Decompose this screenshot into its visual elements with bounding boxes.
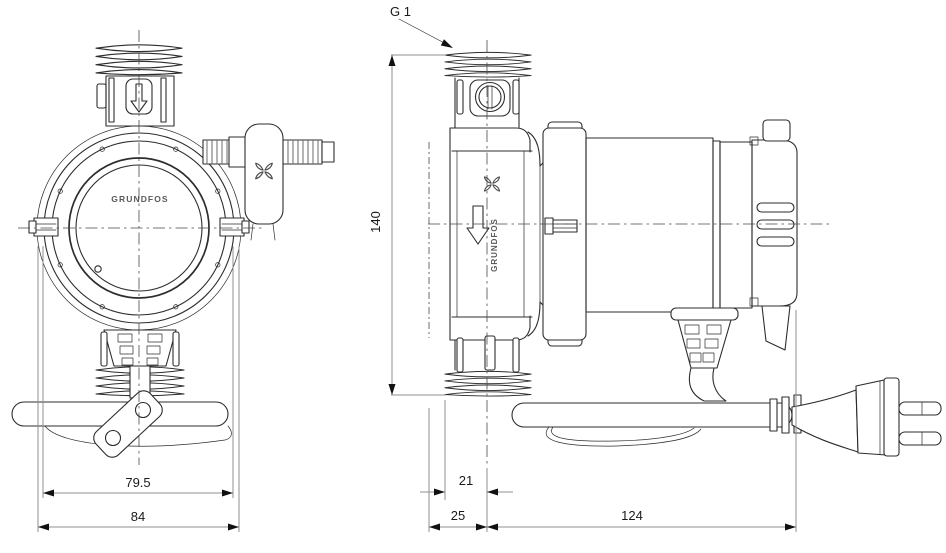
gland-slots (684, 324, 722, 363)
side-bottom-thread (444, 370, 532, 397)
control-knob (202, 123, 335, 241)
flow-arrow-icon-side (466, 205, 490, 245)
plug-pin-top (898, 401, 942, 416)
motor-flap (761, 305, 791, 351)
front-cone-slots (117, 333, 163, 366)
dim-front-outer-label: 84 (131, 509, 145, 524)
dim-port-to-shell-label: 25 (451, 508, 465, 523)
thread-size-callout: G 1 (390, 4, 453, 56)
bracket-hole-lower (104, 429, 122, 447)
dimensions: G 1 140 79.5 84 21 (37, 4, 797, 532)
knob-handle (244, 123, 284, 225)
leader-arrowhead (440, 39, 453, 48)
clamp-bolt (551, 219, 578, 233)
side-top-port (444, 51, 532, 129)
side-view (428, 51, 942, 457)
clamp-ring (542, 121, 587, 347)
side-bottom-port (444, 335, 532, 397)
bracket-hole-upper (134, 401, 152, 419)
front-view (11, 44, 335, 458)
thread-size-label: G 1 (390, 4, 411, 19)
front-bottom-cone (103, 329, 177, 367)
flow-arrow-icon (130, 83, 148, 113)
front-bottom-assembly (11, 329, 232, 458)
dim-height-label: 140 (368, 211, 383, 233)
vent-screw (474, 81, 506, 113)
brand-text-front: GRUNDFOS (111, 194, 168, 204)
motor-end-cap (751, 139, 798, 307)
front-left-bolt (28, 217, 59, 237)
cable-elbow (688, 367, 727, 402)
front-bottom-pin-left (100, 331, 108, 367)
front-bottom-pin-right (172, 331, 180, 367)
brand-text-side: GRUNDFOS (490, 218, 499, 272)
dim-port-to-face-label: 21 (459, 473, 473, 488)
plug-pin-bottom (898, 431, 942, 446)
cable-assembly (511, 307, 942, 457)
knob-ribs (206, 140, 319, 164)
front-screw-bumps (57, 146, 221, 310)
dim-side-lengths: 21 25 124 (420, 310, 797, 532)
front-top-tab (96, 83, 107, 109)
plug-face (883, 377, 900, 457)
dim-front-widths: 79.5 84 (37, 246, 240, 532)
dim-motor-length-label: 124 (621, 508, 643, 523)
plug-neck (791, 389, 859, 453)
front-top-pin-left (108, 77, 115, 123)
power-cable-side (511, 402, 793, 428)
cable-gland (677, 319, 732, 369)
cable-loop-front (44, 425, 232, 447)
knob-sleeve (228, 136, 248, 168)
side-top-thread (444, 51, 532, 78)
motor-body (585, 119, 798, 351)
knob-end-cap (321, 141, 335, 163)
dim-overall-height: 140 (368, 55, 446, 396)
cable-loop-side (545, 426, 702, 447)
pump-housing-side (449, 127, 558, 341)
plug-body (855, 379, 887, 456)
gland-plate (670, 307, 739, 321)
power-plug (791, 377, 942, 457)
front-drain-screw (94, 265, 102, 273)
front-right-bolt (219, 217, 250, 237)
terminal-box (762, 119, 791, 142)
centerlines (18, 30, 832, 465)
dim-front-inner-label: 79.5 (125, 475, 150, 490)
vent-grille (756, 202, 795, 247)
front-top-pin-right (160, 77, 167, 123)
